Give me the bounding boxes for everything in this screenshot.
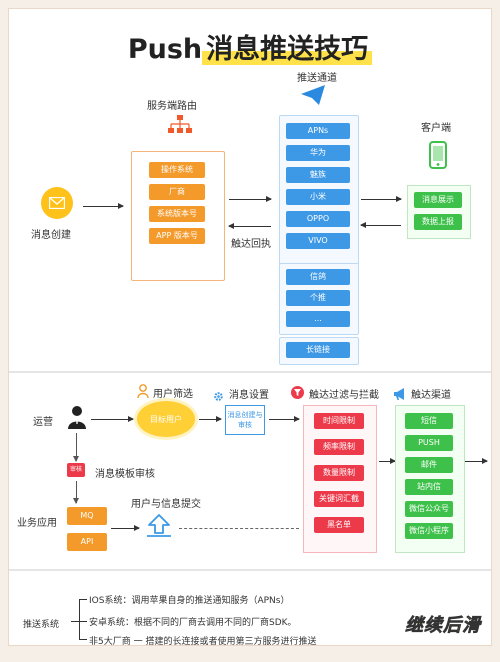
operation-label: 运营 <box>33 417 53 428</box>
paper-plane-icon <box>301 85 325 109</box>
channel-more: ... <box>286 311 350 327</box>
megaphone-icon <box>393 385 407 404</box>
server-box-app-version: APP 版本号 <box>149 228 205 244</box>
user-info-submit-label: 用户与信息提交 <box>131 499 201 510</box>
server-box-vendor: 厂商 <box>149 184 205 200</box>
msg-setting-label: 消息设置 <box>229 390 269 401</box>
bracket-top <box>79 599 87 600</box>
push-line-ios: IOS系统：调用苹果自身的推送通知服务（APNs） <box>89 596 290 606</box>
arrow-filter-to-channel <box>379 458 396 464</box>
channel-sms: 短信 <box>405 413 453 429</box>
channel-push: PUSH <box>405 435 453 451</box>
channel-getui: 个推 <box>286 290 350 306</box>
arrow-channel-to-client <box>361 196 402 202</box>
filter-frequency-limit: 频率限制 <box>314 439 364 455</box>
person-icon <box>67 405 87 433</box>
msg-create-label: 消息创建 <box>31 230 71 241</box>
bracket-bottom <box>79 639 87 640</box>
channel-huawei: 华为 <box>286 145 350 161</box>
client-data-report: 数据上报 <box>414 214 462 230</box>
network-icon <box>167 115 193 139</box>
server-routing-label: 服务端路由 <box>147 101 197 112</box>
arrow-review-to-mq <box>73 481 79 504</box>
bracket-line <box>79 599 80 639</box>
api-box: API <box>67 533 107 551</box>
envelope-icon <box>41 187 73 219</box>
filter-label: 触达过滤与拦截 <box>309 390 379 401</box>
arrow-target-to-setting <box>199 416 222 422</box>
channel-oppo: OPPO <box>286 211 350 227</box>
filter-keyword-block: 关键词汇截 <box>314 491 364 507</box>
upload-icon <box>145 513 173 543</box>
title-prefix: Push <box>127 34 203 65</box>
push-line-android: 安卓系统：根据不同的厂商去调用不同的厂商SDK。 <box>89 618 297 628</box>
arrow-channel-out <box>465 458 488 464</box>
user-filter-label: 用户筛选 <box>153 389 193 400</box>
filter-icon <box>291 386 304 399</box>
arrow-client-to-channel <box>360 222 401 228</box>
channel-meizu: 魅族 <box>286 167 350 183</box>
brand-logo: 继续后滑 <box>405 615 481 637</box>
phone-icon <box>429 141 447 173</box>
push-system-label: 推送系统 <box>23 620 60 630</box>
channel-label: 触达渠道 <box>411 390 451 401</box>
reach-receipt-label: 触达回执 <box>231 239 271 250</box>
channel-xinge: 信鸽 <box>286 269 350 285</box>
dashed-connector <box>179 528 299 529</box>
msg-setting-box: 消息创建与审核 <box>225 405 265 435</box>
push-channel-label: 推送通道 <box>297 73 337 84</box>
section-divider-1 <box>9 371 491 373</box>
business-app-label: 业务应用 <box>17 518 57 529</box>
filter-time-limit: 时间限制 <box>314 413 364 429</box>
arrow-create-to-server <box>83 203 124 209</box>
section-divider-2 <box>9 569 491 571</box>
channel-inbox: 站内信 <box>405 479 453 495</box>
arrow-setting-to-filter <box>269 416 300 422</box>
arrow-business-to-upload <box>111 525 140 531</box>
arrow-op-to-target <box>91 416 134 422</box>
server-box-os: 操作系统 <box>149 162 205 178</box>
gear-icon <box>213 387 224 406</box>
channel-wechat-miniprogram: 微信小程序 <box>405 523 453 539</box>
channel-wechat-official: 微信公众号 <box>405 501 453 517</box>
channel-vivo: VIVO <box>286 233 350 249</box>
review-badge: 审核 <box>67 463 85 477</box>
user-icon <box>137 383 149 402</box>
channel-xiaomi: 小米 <box>286 189 350 205</box>
arrow-server-to-channel <box>229 196 272 202</box>
server-box-os-version: 系统版本号 <box>149 206 205 222</box>
filter-quantity-limit: 数量限制 <box>314 465 364 481</box>
arrow-receipt <box>228 223 271 229</box>
arrow-op-to-review <box>73 433 79 462</box>
client-msg-display: 消息展示 <box>414 192 462 208</box>
bracket-mid <box>71 621 87 622</box>
target-user-text: 目标用户 <box>150 414 182 424</box>
channel-email: 邮件 <box>405 457 453 473</box>
channel-apns: APNs <box>286 123 350 139</box>
template-review-label: 消息模板审核 <box>95 469 155 480</box>
filter-blacklist: 黑名单 <box>314 517 364 533</box>
channel-long-link: 长链接 <box>286 342 350 358</box>
client-label: 客户端 <box>421 123 451 134</box>
target-user: 目标用户 <box>137 401 195 437</box>
title-highlight: 消息推送技巧 <box>202 34 373 65</box>
mq-box: MQ <box>67 507 107 525</box>
push-line-other: 非5大厂商 一 搭建的长连接或者使用第三方服务进行推送 <box>89 637 317 646</box>
